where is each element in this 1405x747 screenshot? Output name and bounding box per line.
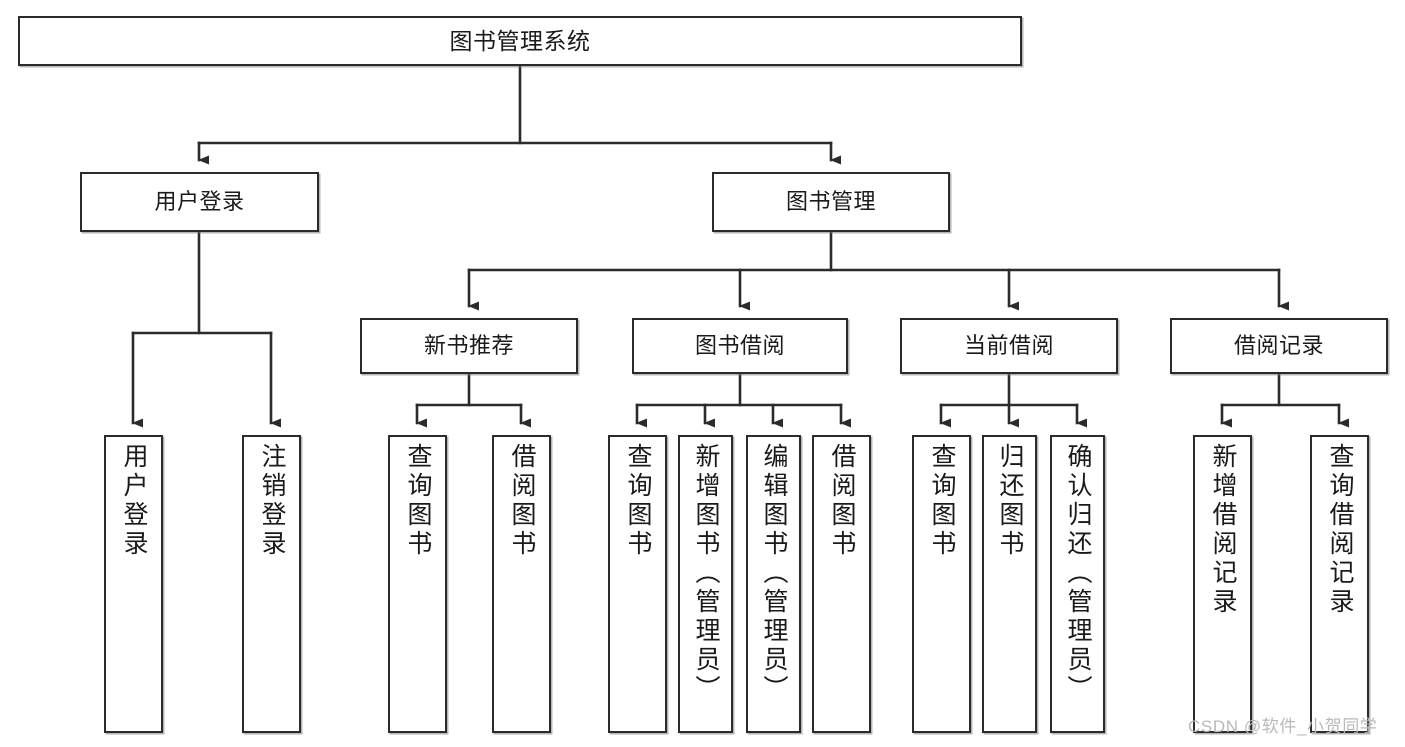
node-label: 归还图书 bbox=[996, 443, 1024, 559]
node-label: 用户登录 bbox=[120, 443, 148, 559]
leaf-logout[interactable]: 注销登录 bbox=[242, 435, 301, 733]
node-label: 用户登录 bbox=[154, 189, 245, 215]
node-new-book-recommend[interactable]: 新书推荐 bbox=[360, 318, 578, 374]
node-label: 查询图书 bbox=[928, 443, 956, 559]
node-label: 编辑图书（管理员） bbox=[760, 443, 788, 704]
leaf-query-books-borrow[interactable]: 查询图书 bbox=[608, 435, 667, 733]
leaf-query-borrow-record[interactable]: 查询借阅记录 bbox=[1310, 435, 1369, 733]
node-label: 查询图书 bbox=[404, 443, 432, 559]
leaf-query-books-recommend[interactable]: 查询图书 bbox=[388, 435, 447, 733]
node-user-login[interactable]: 用户登录 bbox=[80, 172, 319, 232]
node-label: 新书推荐 bbox=[423, 333, 514, 359]
node-current-borrow[interactable]: 当前借阅 bbox=[900, 318, 1118, 374]
node-label: 注销登录 bbox=[258, 443, 286, 559]
node-label: 图书管理 bbox=[785, 189, 876, 215]
node-label: 查询借阅记录 bbox=[1326, 443, 1354, 617]
node-label: 查询图书 bbox=[624, 443, 652, 559]
leaf-user-login[interactable]: 用户登录 bbox=[104, 435, 163, 733]
leaf-return-book[interactable]: 归还图书 bbox=[982, 435, 1037, 733]
node-label: 借阅记录 bbox=[1233, 333, 1324, 359]
node-book-management[interactable]: 图书管理 bbox=[712, 172, 950, 232]
leaf-borrow-book[interactable]: 借阅图书 bbox=[812, 435, 871, 733]
node-label: 借阅图书 bbox=[828, 443, 856, 559]
leaf-add-book-admin[interactable]: 新增图书（管理员） bbox=[678, 435, 733, 733]
node-label: 新增借阅记录 bbox=[1209, 443, 1237, 617]
leaf-borrow-books-recommend[interactable]: 借阅图书 bbox=[492, 435, 551, 733]
node-label: 图书管理系统 bbox=[449, 27, 591, 54]
node-label: 借阅图书 bbox=[508, 443, 536, 559]
node-label: 当前借阅 bbox=[963, 333, 1054, 359]
node-root-system[interactable]: 图书管理系统 bbox=[18, 16, 1022, 66]
node-borrow-records[interactable]: 借阅记录 bbox=[1170, 318, 1388, 374]
node-label: 确认归还（管理员） bbox=[1064, 443, 1092, 704]
node-label: 图书借阅 bbox=[694, 333, 785, 359]
leaf-add-borrow-record[interactable]: 新增借阅记录 bbox=[1193, 435, 1252, 733]
leaf-edit-book-admin[interactable]: 编辑图书（管理员） bbox=[746, 435, 801, 733]
leaf-query-books-current[interactable]: 查询图书 bbox=[912, 435, 971, 733]
node-book-borrow[interactable]: 图书借阅 bbox=[632, 318, 848, 374]
leaf-confirm-return-admin[interactable]: 确认归还（管理员） bbox=[1050, 435, 1105, 733]
node-label: 新增图书（管理员） bbox=[692, 443, 720, 704]
